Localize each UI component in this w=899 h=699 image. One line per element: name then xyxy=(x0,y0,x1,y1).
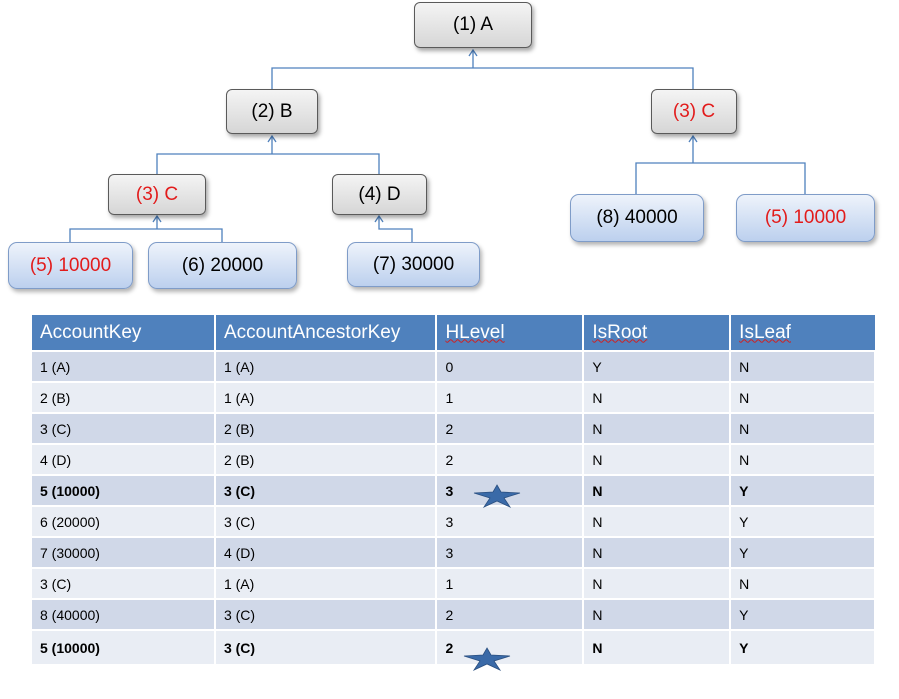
cell-hlevel: 2 xyxy=(436,444,585,476)
connector-leaves-to-c-left xyxy=(69,228,223,243)
cell-isleaf: N xyxy=(730,568,876,600)
cell-isroot: N xyxy=(583,506,732,538)
cell-isroot: Y xyxy=(583,351,732,383)
connector-b-to-a xyxy=(271,67,694,90)
cell-hlevel: 2 xyxy=(436,599,585,631)
cell-accountkey: 4 (D) xyxy=(32,444,216,476)
connector-leaves-to-c-right xyxy=(635,162,806,195)
arrow-head-c-right xyxy=(688,134,698,143)
arrow-head-b xyxy=(267,134,277,143)
table-row-highlighted: 5 (10000) 3 (C) 3 N Y xyxy=(32,475,876,507)
cell-ancestorkey: 4 (D) xyxy=(214,537,438,569)
header-accountancestorkey: AccountAncestorKey xyxy=(214,315,438,352)
connector-c-to-b xyxy=(156,153,380,175)
arrow-head-d xyxy=(374,214,384,223)
cell-ancestorkey: 2 (B) xyxy=(214,444,438,476)
header-isleaf-label: IsLeaf xyxy=(739,321,791,343)
table-row: 6 (20000) 3 (C) 3 N Y xyxy=(32,506,876,538)
table-row-highlighted: 5 (10000) 3 (C) 2 N Y xyxy=(32,630,876,666)
cell-isleaf: Y xyxy=(730,630,876,666)
node-b: (2) B xyxy=(226,89,318,134)
cell-ancestorkey: 2 (B) xyxy=(214,413,438,445)
header-accountkey: AccountKey xyxy=(32,315,216,352)
cell-ancestorkey: 3 (C) xyxy=(214,475,438,507)
header-hlevel-label: HLevel xyxy=(445,321,505,343)
node-leaf-20000: (6) 20000 xyxy=(148,242,297,289)
table-row: 2 (B) 1 (A) 1 N N xyxy=(32,382,876,414)
cell-isroot: N xyxy=(583,599,732,631)
cell-isleaf: Y xyxy=(730,475,876,507)
cell-ancestorkey: 3 (C) xyxy=(214,630,438,666)
table-row: 8 (40000) 3 (C) 2 N Y xyxy=(32,599,876,631)
cell-hlevel: 1 xyxy=(436,568,585,600)
cell-hlevel: 3 xyxy=(436,537,585,569)
cell-hlevel: 3 xyxy=(436,475,585,507)
node-leaf-40000: (8) 40000 xyxy=(570,194,704,242)
table-header-row: AccountKey AccountAncestorKey HLevel IsR… xyxy=(32,315,875,352)
cell-hlevel: 0 xyxy=(436,351,585,383)
header-isroot: IsRoot xyxy=(583,315,732,352)
cell-isroot: N xyxy=(583,568,732,600)
node-d: (4) D xyxy=(332,174,427,215)
table-row: 4 (D) 2 (B) 2 N N xyxy=(32,444,876,476)
cell-isleaf: Y xyxy=(730,506,876,538)
table-row: 1 (A) 1 (A) 0 Y N xyxy=(32,351,876,383)
cell-isleaf: Y xyxy=(730,537,876,569)
cell-isroot: N xyxy=(583,444,732,476)
cell-ancestorkey: 1 (A) xyxy=(214,382,438,414)
cell-accountkey: 2 (B) xyxy=(32,382,216,414)
cell-isleaf: N xyxy=(730,444,876,476)
cell-hlevel: 1 xyxy=(436,382,585,414)
table-row: 3 (C) 2 (B) 2 N N xyxy=(32,413,876,445)
cell-isleaf: Y xyxy=(730,599,876,631)
table-row: 3 (C) 1 (A) 1 N N xyxy=(32,568,876,600)
cell-accountkey: 1 (A) xyxy=(32,351,216,383)
cell-ancestorkey: 1 (A) xyxy=(214,351,438,383)
connector-30000-to-d xyxy=(378,216,413,243)
star-icon xyxy=(473,484,521,508)
cell-isleaf: N xyxy=(730,382,876,414)
cell-ancestorkey: 1 (A) xyxy=(214,568,438,600)
node-a: (1) A xyxy=(414,2,532,48)
cell-accountkey: 7 (30000) xyxy=(32,537,216,569)
node-c-left: (3) C xyxy=(108,174,206,215)
cell-accountkey: 5 (10000) xyxy=(32,475,216,507)
cell-isroot: N xyxy=(583,382,732,414)
cell-hlevel: 3 xyxy=(436,506,585,538)
node-leaf-10000-left: (5) 10000 xyxy=(8,242,133,289)
arrow-head-a xyxy=(468,48,478,57)
cell-isroot: N xyxy=(583,413,732,445)
header-isroot-label: IsRoot xyxy=(592,321,648,343)
cell-isroot: N xyxy=(583,537,732,569)
cell-isroot: N xyxy=(583,630,732,666)
cell-accountkey: 6 (20000) xyxy=(32,506,216,538)
cell-accountkey: 8 (40000) xyxy=(32,599,216,631)
node-leaf-30000: (7) 30000 xyxy=(347,242,480,287)
cell-ancestorkey: 3 (C) xyxy=(214,506,438,538)
cell-accountkey: 3 (C) xyxy=(32,413,216,445)
cell-hlevel: 2 xyxy=(436,630,585,666)
cell-hlevel: 2 xyxy=(436,413,585,445)
arrow-head-c-left xyxy=(152,214,162,223)
star-icon xyxy=(463,647,511,671)
node-c-right: (3) C xyxy=(651,89,737,134)
cell-ancestorkey: 3 (C) xyxy=(214,599,438,631)
header-hlevel: HLevel xyxy=(436,315,585,352)
table-row: 7 (30000) 4 (D) 3 N Y xyxy=(32,537,876,569)
cell-isroot: N xyxy=(583,475,732,507)
cell-accountkey: 3 (C) xyxy=(32,568,216,600)
cell-accountkey: 5 (10000) xyxy=(32,630,216,666)
hierarchy-table: AccountKey AccountAncestorKey HLevel IsR… xyxy=(32,315,876,666)
header-isleaf: IsLeaf xyxy=(730,315,875,352)
node-leaf-10000-right: (5) 10000 xyxy=(736,194,875,242)
cell-isleaf: N xyxy=(730,413,876,445)
cell-isleaf: N xyxy=(730,351,876,383)
tree-connectors xyxy=(69,48,806,243)
